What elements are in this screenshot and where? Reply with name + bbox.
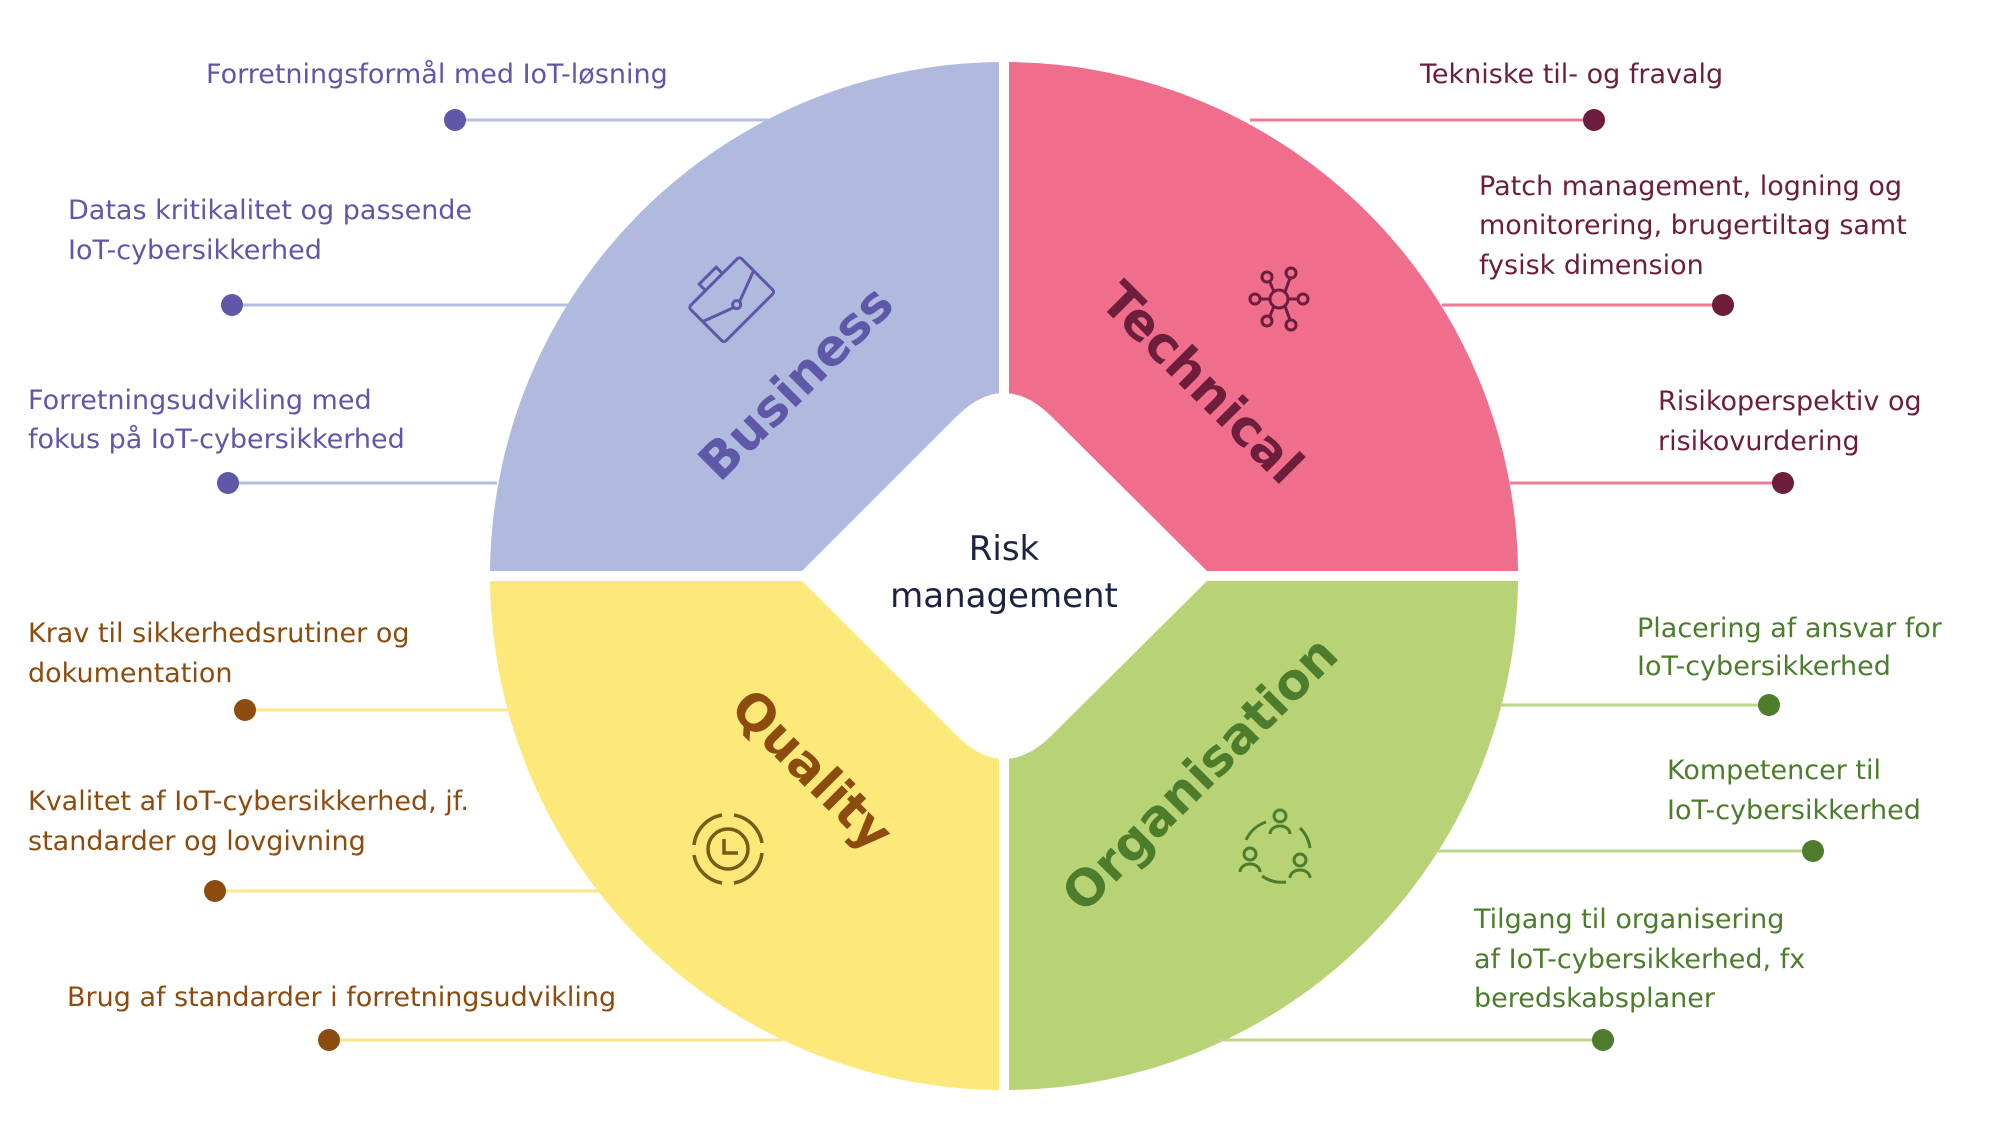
business-item-1: Forretningsformål med IoT-løsning	[206, 59, 769, 131]
svg-text:Patch management, logning og: Patch management, logning og	[1479, 171, 1902, 202]
svg-text:IoT-cybersikkerhed: IoT-cybersikkerhed	[1667, 795, 1921, 826]
svg-text:risikovurdering: risikovurdering	[1658, 426, 1860, 457]
svg-text:IoT-cybersikkerhed: IoT-cybersikkerhed	[68, 235, 322, 266]
svg-text:Placering af ansvar for: Placering af ansvar for	[1637, 613, 1943, 644]
svg-text:Brug af standarder i forretnin: Brug af standarder i forretningsudviklin…	[67, 982, 616, 1013]
quality-item-3: Brug af standarder i forretningsudviklin…	[67, 982, 782, 1051]
svg-text:beredskabsplaner: beredskabsplaner	[1474, 983, 1716, 1014]
svg-text:monitorering, brugertiltag sam: monitorering, brugertiltag samt	[1479, 210, 1907, 241]
svg-text:Tilgang til organisering: Tilgang til organisering	[1473, 904, 1784, 935]
bullet-dot	[1772, 472, 1794, 494]
svg-text:Datas kritikalitet og passende: Datas kritikalitet og passende	[68, 195, 472, 226]
bullet-dot	[1592, 1029, 1614, 1051]
business-item-2: Datas kritikalitet og passende IoT-cyber…	[68, 195, 568, 316]
bullet-dot	[234, 699, 256, 721]
svg-text:Kompetencer til: Kompetencer til	[1667, 755, 1881, 786]
quality-item-1: Krav til sikkerhedsrutiner og dokumentat…	[28, 618, 510, 721]
svg-text:Forretningsudvikling med: Forretningsudvikling med	[28, 385, 372, 416]
svg-text:Forretningsformål med IoT-løsn: Forretningsformål med IoT-løsning	[206, 59, 668, 90]
technical-item-2: Patch management, logning og monitorerin…	[1442, 171, 1907, 316]
bullet-dot	[318, 1029, 340, 1051]
bullet-dot	[1712, 294, 1734, 316]
technical-item-3: Risikoperspektiv og risikovurdering	[1510, 386, 1922, 494]
bullet-dot	[1802, 840, 1824, 862]
svg-text:fysisk dimension: fysisk dimension	[1479, 250, 1704, 281]
bullet-dot	[1583, 109, 1605, 131]
center-diamond	[797, 393, 1212, 759]
organisation-item-2: Kompetencer til IoT-cybersikkerhed	[1438, 755, 1921, 862]
organisation-item-3: Tilgang til organisering af IoT-cybersik…	[1218, 904, 1805, 1051]
svg-text:standarder og lovgivning: standarder og lovgivning	[28, 826, 366, 857]
network-icon	[1248, 266, 1310, 332]
briefcase-icon	[688, 256, 776, 344]
bullet-dot	[217, 472, 239, 494]
bullet-dot	[204, 880, 226, 902]
svg-text:dokumentation: dokumentation	[28, 658, 232, 689]
organisation-item-1: Placering af ansvar for IoT-cybersikkerh…	[1500, 613, 1943, 716]
technical-item-1: Tekniske til- og fravalg	[1250, 59, 1723, 131]
bullet-dot	[444, 109, 466, 131]
people-cycle-icon	[1238, 808, 1312, 884]
svg-text:IoT-cybersikkerhed: IoT-cybersikkerhed	[1637, 651, 1891, 682]
clock-cycle-icon	[692, 813, 764, 885]
organisation-quadrant	[1009, 581, 1518, 1090]
svg-text:Risikoperspektiv og: Risikoperspektiv og	[1658, 386, 1922, 417]
svg-text:Krav til sikkerhedsrutiner og: Krav til sikkerhedsrutiner og	[28, 618, 410, 649]
svg-text:fokus på IoT-cybersikkerhed: fokus på IoT-cybersikkerhed	[28, 424, 405, 455]
business-quadrant	[490, 62, 999, 571]
bullet-dot	[221, 294, 243, 316]
business-item-3: Forretningsudvikling med fokus på IoT-cy…	[28, 385, 497, 494]
center-title-line1: Risk	[969, 529, 1040, 569]
bullet-dot	[1758, 694, 1780, 716]
center-title-line2: management	[890, 576, 1118, 616]
quality-item-2: Kvalitet af IoT-cybersikkerhed, jf. stan…	[28, 786, 600, 902]
svg-text:Tekniske til- og fravalg: Tekniske til- og fravalg	[1419, 59, 1723, 90]
svg-text:Kvalitet af IoT-cybersikkerhed: Kvalitet af IoT-cybersikkerhed, jf.	[28, 786, 469, 817]
svg-text:af IoT-cybersikkerhed, fx: af IoT-cybersikkerhed, fx	[1474, 944, 1805, 975]
